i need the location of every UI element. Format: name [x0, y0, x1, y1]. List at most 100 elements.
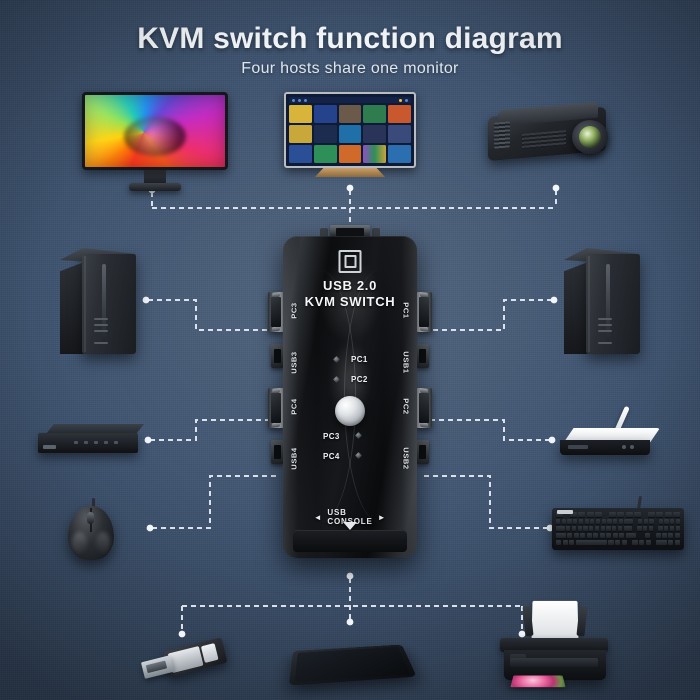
keyboard-key [586, 512, 594, 518]
mouse-cable [92, 498, 95, 510]
kvm-led-label-pc4: PC4 [323, 452, 340, 461]
tv-app-tile [363, 105, 387, 123]
ultrawide-monitor [82, 92, 228, 191]
mouse-highlight [96, 532, 110, 554]
keyboard-key [658, 519, 663, 525]
smart-tv-screen [284, 92, 416, 168]
kvm-led-pc1 [333, 356, 340, 363]
keyboard-key [675, 526, 680, 532]
wifi-router-led-strip [568, 445, 588, 449]
keyboard-key [645, 533, 651, 539]
smart-tv-app-grid [289, 105, 411, 163]
keyboard-key [589, 526, 594, 532]
keyboard-chassis [552, 508, 684, 550]
keyboard-key [612, 526, 617, 532]
keyboard-key [556, 519, 561, 525]
wifi-router [560, 405, 664, 464]
printer-paper-guide [576, 605, 588, 637]
keyboard-key [637, 526, 642, 532]
tower-drive-slot [102, 264, 106, 342]
tv-app-tile [313, 145, 337, 163]
tv-app-tile [363, 145, 387, 163]
kvm-port-usb4[interactable] [271, 440, 284, 464]
tower-port [94, 324, 108, 326]
kvm-brand-line-2: KVM SWITCH [304, 294, 396, 309]
smart-tv-statusbar [289, 97, 411, 103]
keyboard-key [595, 519, 601, 525]
av-receiver-badge [43, 445, 56, 449]
tablet-shell [288, 644, 417, 686]
keyboard-key [658, 526, 663, 532]
keyboard-key [608, 512, 616, 518]
ultrawide-monitor-screen [82, 92, 228, 170]
keyboard-row [556, 519, 680, 525]
kvm-bottom-endcap [293, 530, 407, 552]
kvm-port-usb1[interactable] [416, 344, 429, 368]
keyboard-key [573, 519, 578, 525]
keyboard-key [556, 526, 565, 532]
keyboard-key [577, 526, 582, 532]
projector-lens [579, 126, 601, 148]
keyboard-body [552, 495, 684, 552]
printer-body [496, 600, 614, 692]
keyboard-key [594, 526, 600, 532]
ultrawide-monitor-neck [144, 170, 166, 183]
tablet-body [288, 636, 417, 690]
keyboard-key [571, 526, 577, 532]
kvm-port-usb3[interactable] [271, 344, 284, 368]
ultrawide-monitor-base [129, 183, 181, 191]
tower-front-panel [586, 254, 640, 354]
tv-app-tile [289, 105, 312, 123]
kvm-console-video-connector [330, 225, 370, 237]
av-receiver-led [114, 441, 118, 444]
kvm-port-pc1-vga[interactable] [416, 292, 432, 332]
kvm-switch-device[interactable]: USB 2.0 KVM SWITCH PC3 USB3 PC4 USB4 PC1… [268, 225, 432, 558]
projector-body-group [488, 101, 614, 166]
desktop-tower-top [60, 248, 136, 354]
kvm-led-pc2 [333, 376, 340, 383]
kvm-port-pc4-vga[interactable] [268, 388, 284, 428]
av-receiver-led [104, 441, 108, 444]
keyboard-key [569, 540, 575, 546]
kvm-selector-knob[interactable] [335, 396, 365, 426]
kvm-led-label-pc1: PC1 [351, 355, 368, 364]
kvm-port-pc2-vga[interactable] [416, 388, 432, 428]
keyboard-key [617, 512, 624, 518]
keyboard-spacebar [575, 540, 607, 546]
page-title: KVM switch function diagram [137, 22, 563, 55]
keyboard-key [567, 533, 573, 539]
keyboard-key [556, 540, 562, 546]
tower-side-panel [60, 262, 84, 354]
keyboard-key [625, 533, 636, 539]
keyboard-key [613, 519, 618, 525]
console-arrow-left-icon: ◄ [313, 512, 323, 522]
keyboard-key [655, 533, 661, 539]
tower-port [598, 318, 612, 320]
keyboard-key [669, 526, 675, 532]
wire-left-avbox [150, 419, 278, 441]
kvm-port-usb2[interactable] [416, 440, 429, 464]
keyboard-key [599, 533, 605, 539]
kvm-port-pc3-vga[interactable] [268, 292, 284, 332]
keyboard-key [645, 540, 651, 546]
kvm-top-screw [372, 228, 380, 237]
inkjet-printer [496, 600, 614, 692]
keyboard-key [606, 533, 612, 539]
console-triangle-icon [343, 522, 357, 530]
keyboard-key [649, 519, 654, 525]
tv-status-dot [399, 98, 402, 102]
printer-printed-photo [510, 675, 566, 688]
av-receiver-led [74, 441, 78, 444]
keyboard-key [674, 540, 681, 546]
wire-left-mouse [152, 475, 278, 529]
kvm-label-pc1: PC1 [401, 302, 411, 319]
av-receiver-top [46, 424, 144, 434]
wifi-router-led [630, 445, 634, 449]
keyboard-key [562, 540, 568, 546]
keyboard-key [583, 526, 588, 532]
wire-right-keyboard [422, 475, 548, 529]
keyboard-key [624, 519, 633, 525]
keyboard-key [673, 512, 680, 518]
tower-edge-highlight [84, 256, 86, 352]
